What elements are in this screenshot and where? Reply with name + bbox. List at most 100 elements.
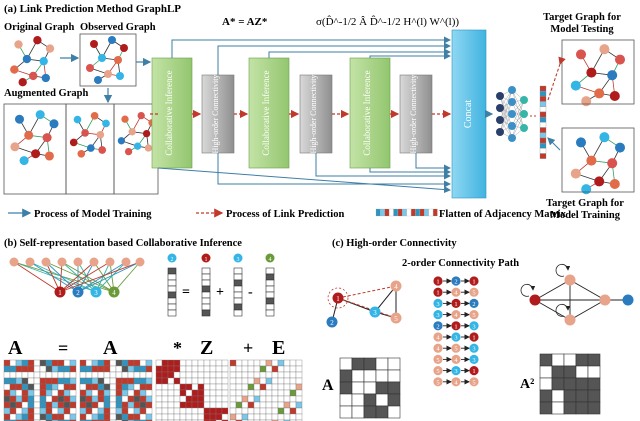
matrix-cell [39, 377, 47, 385]
matrix-cell [161, 377, 169, 385]
adjacency-cell [339, 393, 353, 407]
matrix-cell [45, 383, 53, 391]
matrix-cell [39, 359, 47, 367]
matrix-cell [145, 365, 153, 373]
matrix-cell [173, 413, 181, 421]
matrix-cell [133, 371, 141, 379]
matrix-cell [215, 383, 223, 391]
bipartite-edge [29, 261, 79, 293]
vector-cell [539, 127, 547, 133]
matrix-cell [79, 371, 87, 379]
matrix-cell [97, 359, 105, 367]
matrix-cell [191, 395, 199, 403]
matrix-cell [45, 389, 53, 397]
matrix-cell [253, 395, 261, 403]
matrix-cell [3, 377, 11, 385]
matrix-cell [209, 383, 217, 391]
path-node-label: 3 [436, 312, 439, 319]
path-node-label: 2 [472, 301, 475, 308]
matrix-cell [91, 365, 99, 373]
matrix-cell [191, 377, 199, 385]
matrix-cell [3, 371, 11, 379]
matrix-cell [173, 365, 181, 373]
matrix-cell [79, 395, 87, 403]
matrix-cell [3, 401, 11, 409]
bipartite-edge [45, 261, 115, 293]
matrix-cell [91, 359, 99, 367]
path-node-label: 2 [454, 279, 457, 286]
graph-node [116, 72, 124, 80]
graph-node [117, 137, 126, 145]
matrix-cell [179, 371, 187, 379]
matrix-cell [209, 377, 217, 385]
legend-strip-cell [433, 208, 438, 217]
matrix-cell [295, 401, 303, 409]
graph-node [77, 149, 86, 158]
matrix-cell [253, 383, 261, 391]
matrix-cell [271, 383, 279, 391]
self-loop [520, 284, 536, 297]
matrix-cell [9, 371, 17, 379]
matrix-cell [127, 371, 135, 379]
graph-c-node [369, 306, 381, 318]
graph-node [586, 67, 597, 78]
matrix-cell [3, 359, 11, 367]
matrix-cell [235, 413, 243, 421]
matrix-cell [51, 413, 59, 421]
high-order-connectivity-block-2: High-order Connectivity [299, 75, 333, 153]
matrix-cell [57, 383, 65, 391]
legend-strip-cell [384, 208, 390, 217]
matrix-cell [185, 377, 193, 385]
matrix-cell [295, 413, 303, 421]
matrix-cell [241, 383, 249, 391]
matrix-cell [15, 371, 23, 379]
matrix-cell [109, 401, 117, 409]
path-node [433, 354, 443, 364]
matrix-cell [197, 407, 205, 415]
matrix-cell [209, 365, 217, 373]
matrix-cell [229, 413, 237, 421]
vector-cell [233, 297, 243, 305]
matrix-cell [289, 389, 297, 397]
adjacency-cell [363, 393, 377, 407]
matrix-cell [139, 359, 147, 367]
adjacency-cell [587, 401, 601, 415]
matrix-cell [173, 395, 181, 403]
matrix-cell [215, 401, 223, 409]
matrix-cell [97, 365, 105, 373]
graph-c-node-label: 5 [394, 315, 398, 323]
matrix-cell [161, 413, 169, 421]
path-node [433, 276, 443, 286]
matrix-cell [139, 383, 147, 391]
graph-node [31, 149, 41, 159]
graph-node [81, 129, 89, 137]
matrix-cell [63, 371, 71, 379]
legend-strip-cell [389, 208, 394, 217]
vector-cell [265, 291, 275, 299]
matrix-cell [15, 389, 23, 397]
legend-strip-cell [375, 208, 381, 217]
matrix-cell [191, 407, 199, 415]
nn-connection [511, 101, 525, 129]
matrix-cell [63, 377, 71, 385]
bipartite-node-label: 3 [94, 289, 98, 297]
graph-c2-node [564, 274, 576, 286]
matrix-cell [139, 407, 147, 415]
matrix-cell [121, 371, 129, 379]
graph-node [86, 64, 94, 72]
concat-block: Concat [451, 29, 487, 199]
eq-equals: = [58, 338, 68, 358]
matrix-cell [259, 371, 267, 379]
matrix-cell [91, 371, 99, 379]
svg-text:Concat: Concat [463, 100, 474, 129]
matrix-cell [253, 377, 261, 385]
observed-graph-label: Observed Graph [80, 22, 156, 33]
vector-head-node [167, 253, 177, 263]
matrix-cell [167, 365, 175, 373]
path-node [469, 377, 479, 387]
svg-text:Collaborative Inference: Collaborative Inference [362, 70, 372, 155]
matrix-cell [45, 413, 53, 421]
bipartite-top-node [105, 257, 115, 267]
matrix-cell [69, 395, 77, 403]
bipartite-top-node [89, 257, 99, 267]
